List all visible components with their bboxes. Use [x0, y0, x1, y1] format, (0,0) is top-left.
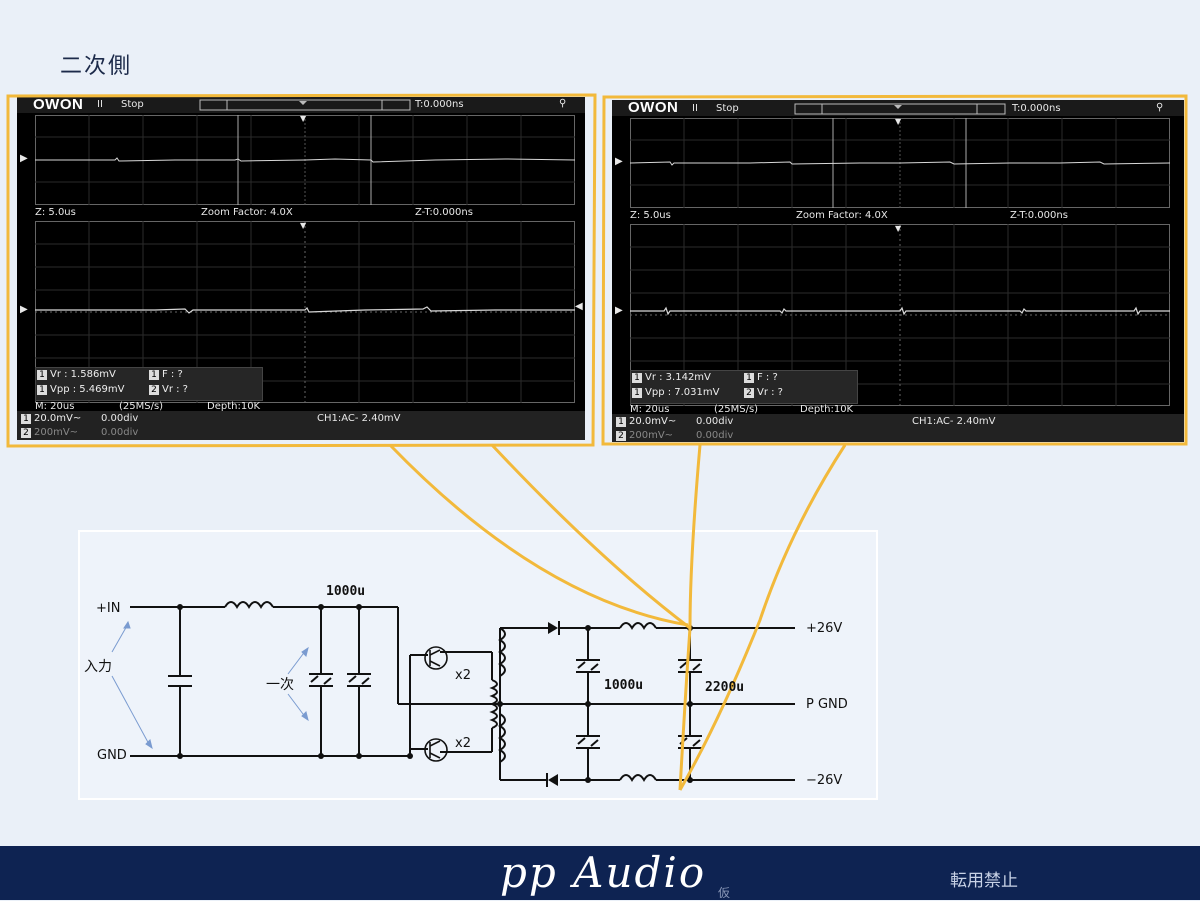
scope-brand: OWON — [33, 97, 84, 113]
ch1-marker-bottom: ▶ — [615, 305, 623, 316]
usb-icon: ⚲ — [559, 98, 567, 109]
memory-position-bar — [199, 99, 411, 111]
gnd-label: GND — [97, 748, 127, 763]
transistor-count-bottom: x2 — [455, 736, 471, 751]
footer-brand-logo: pp Audio — [500, 848, 707, 897]
zoom-z: Z: 5.0us — [35, 207, 76, 218]
channel-2-offset: 0.00div — [696, 430, 734, 441]
timebase: M: 20us — [35, 401, 75, 412]
ch1-marker-top: ▶ — [20, 153, 28, 164]
zoom-overview-window — [630, 118, 1170, 208]
secondary-cap-label-2: 2200u — [705, 680, 745, 695]
memory-depth: Depth:10K — [207, 401, 261, 412]
primary-cap-label: 1000u — [326, 584, 366, 599]
scope-screen-2: OWON II Stop T:0.000ns ⚲ ▶ ▼ Z: 5.0us Zo… — [612, 100, 1184, 442]
run-icon: II — [97, 99, 103, 110]
usb-icon: ⚲ — [1156, 102, 1164, 113]
zoom-zt: Z-T:0.000ns — [415, 207, 473, 218]
input-plus-label: +IN — [96, 601, 121, 616]
secondary-cap-label-1: 1000u — [604, 678, 644, 693]
trigger-level-marker: ◀ — [575, 301, 583, 312]
ch1-marker-bottom: ▶ — [20, 304, 28, 315]
primary-label: 一次 — [266, 677, 294, 693]
channel-2-offset: 0.00div — [101, 427, 139, 438]
trigger-time: T:0.000ns — [415, 99, 464, 110]
sample-rate: (25MS/s) — [119, 401, 164, 412]
run-icon: II — [692, 103, 698, 114]
footer-bar — [0, 846, 1200, 900]
zoom-factor: Zoom Factor: 4.0X — [201, 207, 293, 218]
trigger-setting: CH1:AC- 2.40mV — [317, 413, 401, 424]
trigger-marker-bottom: ▼ — [300, 221, 307, 230]
run-state: Stop — [716, 103, 739, 114]
memory-position-bar — [794, 103, 1006, 115]
ch1-marker-top: ▶ — [615, 156, 623, 167]
zoom-z: Z: 5.0us — [630, 210, 671, 221]
channel-1-offset: 0.00div — [696, 416, 734, 427]
timebase: M: 20us — [630, 404, 670, 415]
output-plus-label: +26V — [806, 621, 843, 636]
trigger-marker-bottom: ▼ — [895, 224, 902, 233]
scope-brand: OWON — [628, 100, 679, 116]
memory-depth: Depth:10K — [800, 404, 854, 415]
trigger-marker-top: ▼ — [300, 114, 307, 123]
trigger-time: T:0.000ns — [1012, 103, 1061, 114]
zoom-zt: Z-T:0.000ns — [1010, 210, 1068, 221]
trigger-setting: CH1:AC- 2.40mV — [912, 416, 996, 427]
run-state: Stop — [121, 99, 144, 110]
footer-provisional: 仮 — [718, 886, 731, 900]
transistor-count-top: x2 — [455, 668, 471, 683]
footer-notice: 転用禁止 — [950, 871, 1018, 891]
scope-screen-1: OWON II Stop T:0.000ns ⚲ ▶ ▼ Z: 5.0us Zo… — [17, 97, 585, 440]
output-gnd-label: P GND — [806, 697, 848, 712]
output-minus-label: −26V — [806, 773, 843, 788]
page-title: 二次側 — [60, 54, 133, 79]
channel-1-offset: 0.00div — [101, 413, 139, 424]
zoom-factor: Zoom Factor: 4.0X — [796, 210, 888, 221]
input-label: 入力 — [84, 659, 112, 675]
sample-rate: (25MS/s) — [714, 404, 759, 415]
trigger-marker-top: ▼ — [895, 117, 902, 126]
zoom-overview-window — [35, 115, 575, 205]
